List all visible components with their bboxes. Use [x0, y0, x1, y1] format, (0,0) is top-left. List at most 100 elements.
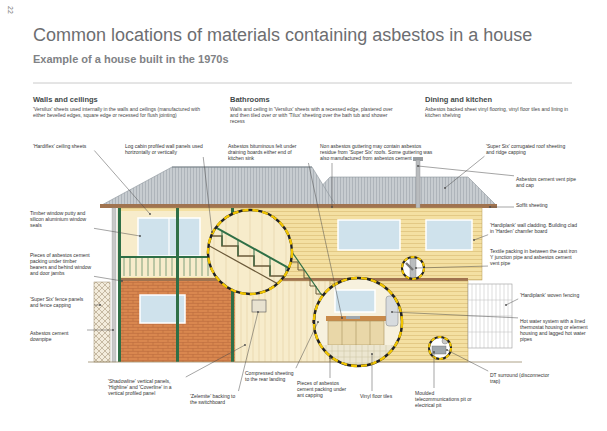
leader-line: [416, 266, 488, 268]
section-heading: Bathrooms: [230, 95, 270, 104]
leader-line: [94, 228, 140, 236]
callout-label: Moulded telecommunications pit or electr…: [415, 390, 477, 408]
main-roof: [100, 167, 336, 206]
vinyl-floor: [314, 345, 402, 367]
sink: [346, 316, 360, 319]
leader-line: [94, 151, 150, 214]
magnifier-ring: [314, 278, 402, 366]
leader-dot: [433, 351, 435, 353]
closeup-handrail: [206, 222, 296, 272]
callout-label: Timber window putty and silicon aluminiu…: [30, 210, 92, 228]
cabinet-doors: [342, 321, 370, 345]
leader-dot: [317, 321, 319, 323]
leader-dot: [99, 304, 101, 306]
leader-line: [392, 312, 518, 318]
closeup-ground: [314, 278, 402, 366]
kitchen-closeup: [314, 278, 402, 367]
section-heading: Dining and kitchen: [425, 95, 492, 104]
subtitle: Example of a house built in the 1970s: [33, 53, 229, 66]
callout-label: Vinyl floor tiles: [360, 393, 405, 399]
leader-line: [308, 163, 342, 318]
floor-tiles: [314, 345, 402, 367]
callout-label: 'Hardiplank' woven fencing: [520, 292, 585, 298]
leader-line: [186, 345, 245, 377]
magnifier-ring: [429, 337, 451, 359]
fence-panel: [94, 282, 110, 362]
cabinets: [328, 321, 384, 345]
window-mullion: [168, 218, 169, 256]
section-text: 'Versilux' sheets used internally in the…: [33, 106, 203, 118]
callout-label: 'Super Six' corrugated roof sheeting and…: [486, 143, 571, 155]
header-rule: [33, 83, 572, 84]
upper-wall: [118, 208, 482, 280]
leader-dot: [149, 213, 151, 215]
leader-dot: [417, 165, 419, 167]
ground-line: [88, 362, 522, 363]
post: [118, 208, 121, 362]
ridge-capping: [172, 166, 312, 167]
leader-line: [372, 354, 373, 391]
switchboard: [252, 300, 266, 312]
leader-line: [332, 163, 333, 207]
window: [138, 218, 200, 256]
callout-label: Compressed sheeting to the rear landing: [245, 370, 295, 382]
leader-dot: [257, 311, 259, 313]
section-text: Asbestos backed sheet vinyl flooring, vi…: [425, 106, 575, 118]
callout-label: Non asbestos guttering may contain asbes…: [320, 143, 438, 161]
callout-label: Asbestos cement downpipe: [30, 330, 85, 342]
post: [176, 208, 179, 362]
leader-dot: [139, 235, 141, 237]
leader-line: [447, 350, 488, 371]
closeup-stringer: [206, 244, 296, 294]
downpipe: [112, 208, 116, 362]
leader-line: [296, 322, 318, 368]
leader-dot: [415, 267, 417, 269]
leader-line: [490, 207, 514, 208]
page-title: Common locations of materials containing…: [33, 26, 532, 46]
electrical-pit: [432, 346, 446, 354]
pit-closeup: [429, 337, 451, 359]
leader-line: [87, 330, 113, 331]
callout-label: Pieces of asbestos cement packing under …: [30, 252, 92, 276]
junction-branch: [406, 263, 413, 270]
leader-dot: [473, 239, 475, 241]
leader-dot: [112, 329, 114, 331]
leader-dot: [121, 280, 123, 282]
leader-dot: [489, 206, 491, 208]
leader-dot: [391, 311, 393, 313]
callout-label: 'Hardiplank' wall cladding. Building cla…: [490, 222, 578, 234]
closeup-panels: [214, 210, 286, 294]
leader-line: [94, 276, 122, 281]
leader-dot: [329, 357, 331, 359]
leader-dot: [341, 317, 343, 319]
callout-label: Log cabin profiled wall panels used hori…: [125, 143, 203, 155]
magnifier-ring: [208, 210, 292, 294]
callout-label: Asbestos bituminous felt under draining …: [228, 143, 308, 161]
leader-dot: [505, 304, 507, 306]
callout-label: 'Zelemite' backing to the switchboard: [190, 393, 238, 405]
section-heading: Walls and ceilings: [33, 95, 98, 104]
window: [426, 220, 472, 250]
closeup-balusters: [222, 231, 286, 286]
callout-label: Asbestos cement vent pipe and cap: [516, 176, 578, 188]
leader-line: [474, 235, 488, 240]
callout-label: 'Hardiflex' ceiling sheets: [33, 143, 93, 149]
leader-line: [94, 305, 100, 306]
callout-label: Hot water system with a lined thermostat…: [520, 318, 592, 342]
callout-label: 'Super Six' fence panels and fence cappi…: [30, 296, 92, 308]
leader-line: [330, 358, 331, 378]
leader-dot: [331, 206, 333, 208]
callout-label: Soffit sheeting: [516, 202, 578, 208]
leader-dot: [211, 231, 213, 233]
magnifier-ring: [314, 278, 402, 366]
window: [338, 220, 400, 250]
leader-line: [203, 157, 212, 232]
leader-dot: [371, 353, 373, 355]
leader-dot: [446, 349, 448, 351]
page-number: 22: [6, 6, 14, 14]
callout-label: DT surround (disconnector trap): [490, 372, 552, 384]
fascia: [100, 204, 497, 208]
callout-label: 'Shadowline' vertical panels, 'Highline'…: [108, 378, 184, 396]
bench: [326, 316, 386, 321]
